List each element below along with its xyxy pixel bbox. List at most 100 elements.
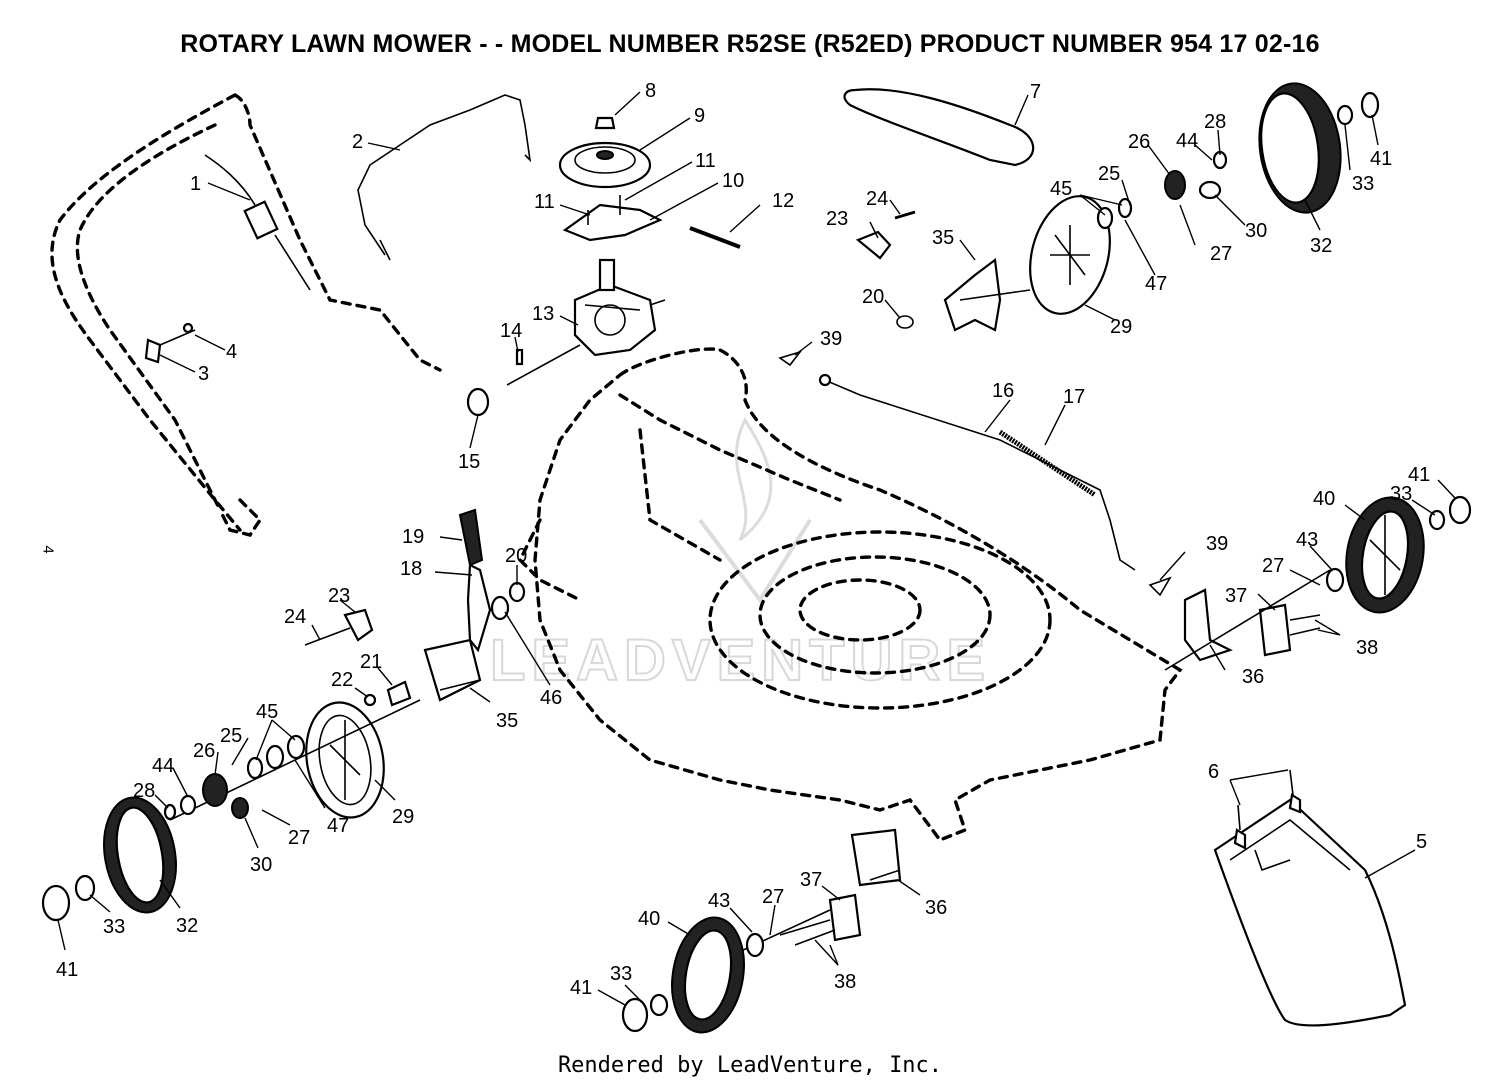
callout-25b: 25 xyxy=(220,725,242,747)
callout-44a: 44 xyxy=(1176,130,1198,152)
part-13-transmission xyxy=(506,258,666,386)
callout-40b: 40 xyxy=(638,908,660,930)
callout-25a: 25 xyxy=(1098,163,1120,185)
part-39-clip-right xyxy=(1148,576,1172,597)
callout-47b: 47 xyxy=(327,815,349,837)
part-10-11-bracket xyxy=(562,195,663,242)
callout-12: 12 xyxy=(772,190,794,212)
callout-39a: 39 xyxy=(820,328,842,350)
callout-28b: 28 xyxy=(133,780,155,802)
callout-24a: 24 xyxy=(866,188,888,210)
callout-27a: 27 xyxy=(1210,243,1232,265)
callout-19: 19 xyxy=(402,526,424,548)
callout-labels: 1 2 3 4 5 6 7 8 9 10 11 11 12 13 14 15 1… xyxy=(56,80,1430,999)
callout-8: 8 xyxy=(645,80,656,102)
callout-24b: 24 xyxy=(284,606,306,628)
callout-11b: 11 xyxy=(534,191,555,213)
callout-11a: 11 xyxy=(695,150,716,172)
callout-43a: 43 xyxy=(1296,529,1318,551)
callout-17: 17 xyxy=(1063,386,1085,408)
callout-4: 4 xyxy=(226,341,237,363)
mower-deck-outline xyxy=(517,347,1183,843)
callout-40a: 40 xyxy=(1313,488,1335,510)
part-7-belt xyxy=(843,88,1035,167)
callout-10: 10 xyxy=(722,170,744,192)
part-23-nut-upper xyxy=(855,230,892,260)
callout-41b: 41 xyxy=(1408,464,1430,486)
front-left-wheel-assembly xyxy=(41,699,421,922)
callout-41a: 41 xyxy=(1370,148,1392,170)
callout-22: 22 xyxy=(331,669,353,691)
callout-30a: 30 xyxy=(1245,220,1267,242)
callout-16: 16 xyxy=(992,380,1014,402)
callout-6: 6 xyxy=(1208,761,1219,783)
callout-32a: 32 xyxy=(1310,235,1332,257)
callout-29b: 29 xyxy=(392,806,414,828)
callout-37b: 37 xyxy=(800,869,822,891)
callout-38a: 38 xyxy=(1356,637,1378,659)
callout-1: 1 xyxy=(190,173,201,195)
callout-23a: 23 xyxy=(826,208,848,230)
callout-27c: 27 xyxy=(288,827,310,849)
part-20-clip-upper xyxy=(896,315,914,329)
callout-7: 7 xyxy=(1030,81,1041,103)
callout-20b: 20 xyxy=(505,545,527,567)
callout-33d: 33 xyxy=(610,963,632,985)
rear-right-lower-wheel-assembly xyxy=(1164,495,1472,671)
part-3-4-handle-bolt xyxy=(144,322,196,364)
callout-43b: 43 xyxy=(708,890,730,912)
callout-2: 2 xyxy=(352,131,363,153)
callout-35b: 35 xyxy=(496,710,518,732)
part-2-bail xyxy=(357,94,532,261)
callout-26a: 26 xyxy=(1128,131,1150,153)
part-39-clip-top xyxy=(778,350,803,367)
part-16-drive-rod xyxy=(818,373,1136,571)
part-1-control-cable xyxy=(204,154,311,291)
callout-46: 46 xyxy=(540,687,562,709)
callout-27d: 27 xyxy=(762,886,784,908)
rendered-by-footer: Rendered by LeadVenture, Inc. xyxy=(557,1053,943,1078)
callout-44b: 44 xyxy=(152,755,174,777)
part-9-pulley xyxy=(558,116,652,189)
part-17-spring xyxy=(998,429,1097,498)
callout-14: 14 xyxy=(500,320,522,342)
callout-29a: 29 xyxy=(1110,316,1132,338)
callout-36b: 36 xyxy=(925,897,947,919)
callout-9: 9 xyxy=(694,105,705,127)
callout-27b: 27 xyxy=(1262,555,1284,577)
callout-38b: 38 xyxy=(834,971,856,993)
callout-21: 21 xyxy=(360,651,382,673)
callout-37a: 37 xyxy=(1225,585,1247,607)
callout-33a: 33 xyxy=(1352,173,1374,195)
callout-41c: 41 xyxy=(56,959,78,981)
callout-20a: 20 xyxy=(862,286,884,308)
front-left-height-adjuster xyxy=(304,508,526,707)
callout-3: 3 xyxy=(198,363,209,385)
part-14-key xyxy=(515,348,524,366)
callout-33c: 33 xyxy=(103,916,125,938)
callout-35a: 35 xyxy=(932,227,954,249)
callout-15: 15 xyxy=(458,451,480,473)
handle-outline xyxy=(50,93,442,537)
front-bottom-wheel-assembly xyxy=(621,828,902,1034)
callout-23b: 23 xyxy=(328,585,350,607)
part-5-rear-deflector xyxy=(1213,769,1407,1027)
callout-41d: 41 xyxy=(570,977,592,999)
watermark-logo: LEADVENTURE xyxy=(489,416,991,694)
callout-18: 18 xyxy=(400,558,422,580)
callout-30b: 30 xyxy=(250,854,272,876)
callout-13: 13 xyxy=(532,303,554,325)
callout-47a: 47 xyxy=(1145,273,1167,295)
rear-right-wheel-assembly xyxy=(943,82,1380,332)
part-15-washer xyxy=(466,387,490,417)
part-24-bolt-upper xyxy=(894,210,916,220)
leader-lines xyxy=(57,91,1456,1006)
callout-28a: 28 xyxy=(1204,111,1226,133)
callout-26b: 26 xyxy=(193,740,215,762)
page-title: ROTARY LAWN MOWER - - MODEL NUMBER R52SE… xyxy=(180,30,1320,58)
watermark-text: LEADVENTURE xyxy=(490,628,991,693)
callout-45b: 45 xyxy=(256,701,278,723)
callout-39b: 39 xyxy=(1206,533,1228,555)
callout-5: 5 xyxy=(1416,831,1427,853)
